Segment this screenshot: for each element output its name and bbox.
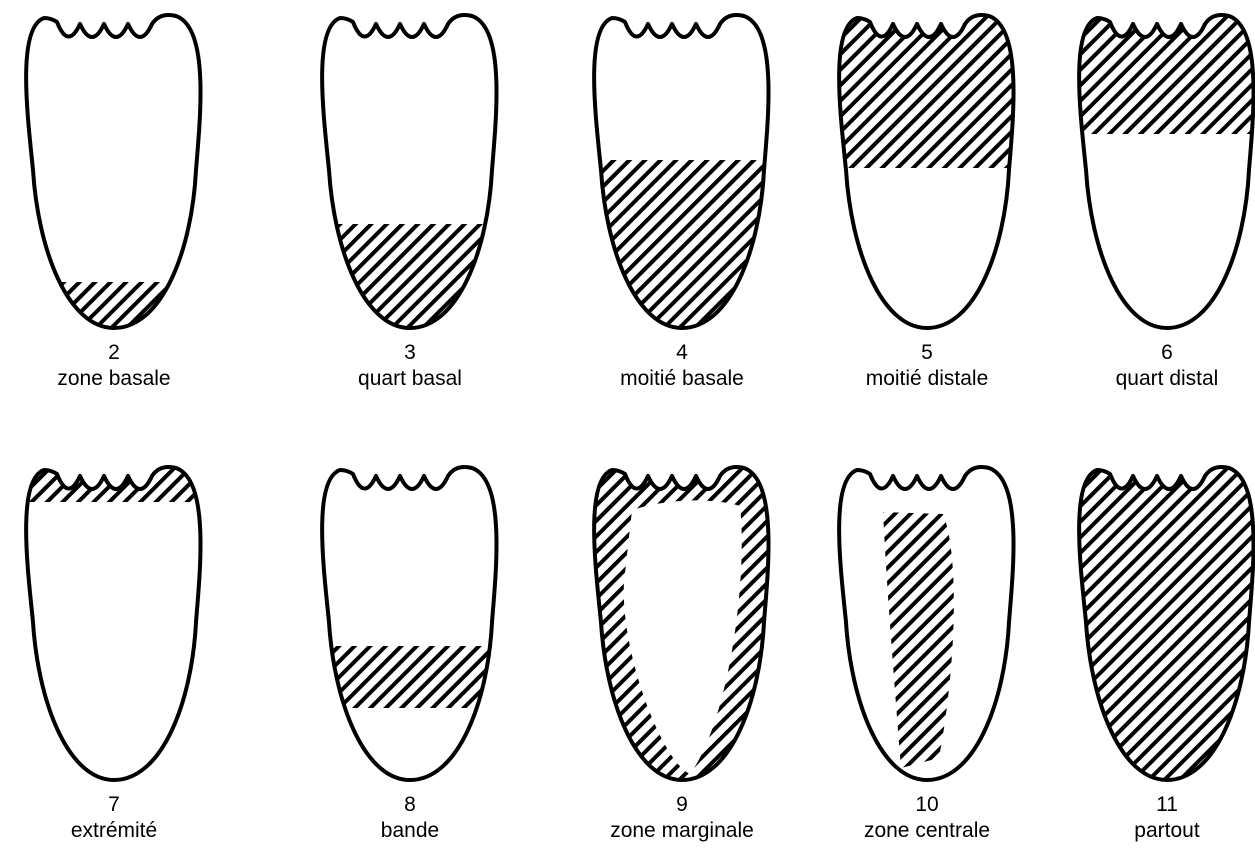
petal-figure-2 [26,15,200,328]
petal-figure-4 [594,15,768,328]
figure-number: 3 [300,340,520,366]
petal-figure-3 [322,15,496,328]
figure-number: 10 [817,792,1037,818]
figure-number: 2 [4,340,224,366]
figure-number: 4 [572,340,792,366]
petal-figure-8 [322,467,496,780]
figure-label: partout [1057,818,1255,844]
petal-fill [322,467,496,780]
figure-label: zone basale [4,366,224,392]
figure-number: 8 [300,792,520,818]
figure-label: bande [300,818,520,844]
figure-number: 9 [572,792,792,818]
petal-fill [26,15,200,328]
petal-figure-6 [1079,15,1253,328]
figure-label: zone centrale [817,818,1037,844]
petal-figure-9 [594,467,768,780]
petal-figure-7 [26,467,200,780]
figure-label: zone marginale [572,818,792,844]
petal-figure-10 [839,467,1013,780]
figure-label: moitié distale [817,366,1037,392]
figure-number: 7 [4,792,224,818]
figure-label: moitié basale [572,366,792,392]
petal-figure-5 [839,15,1013,328]
hatched-region-marginal [594,467,768,780]
petal-fill [26,467,200,780]
figure-label: quart basal [300,366,520,392]
petal-figure-11 [1079,467,1253,780]
figure-label: extrémité [4,818,224,844]
figure-number: 11 [1057,792,1255,818]
hatched-region-everywhere [1079,467,1253,780]
figure-number: 6 [1057,340,1255,366]
figure-label: quart distal [1057,366,1255,392]
figure-number: 5 [817,340,1037,366]
